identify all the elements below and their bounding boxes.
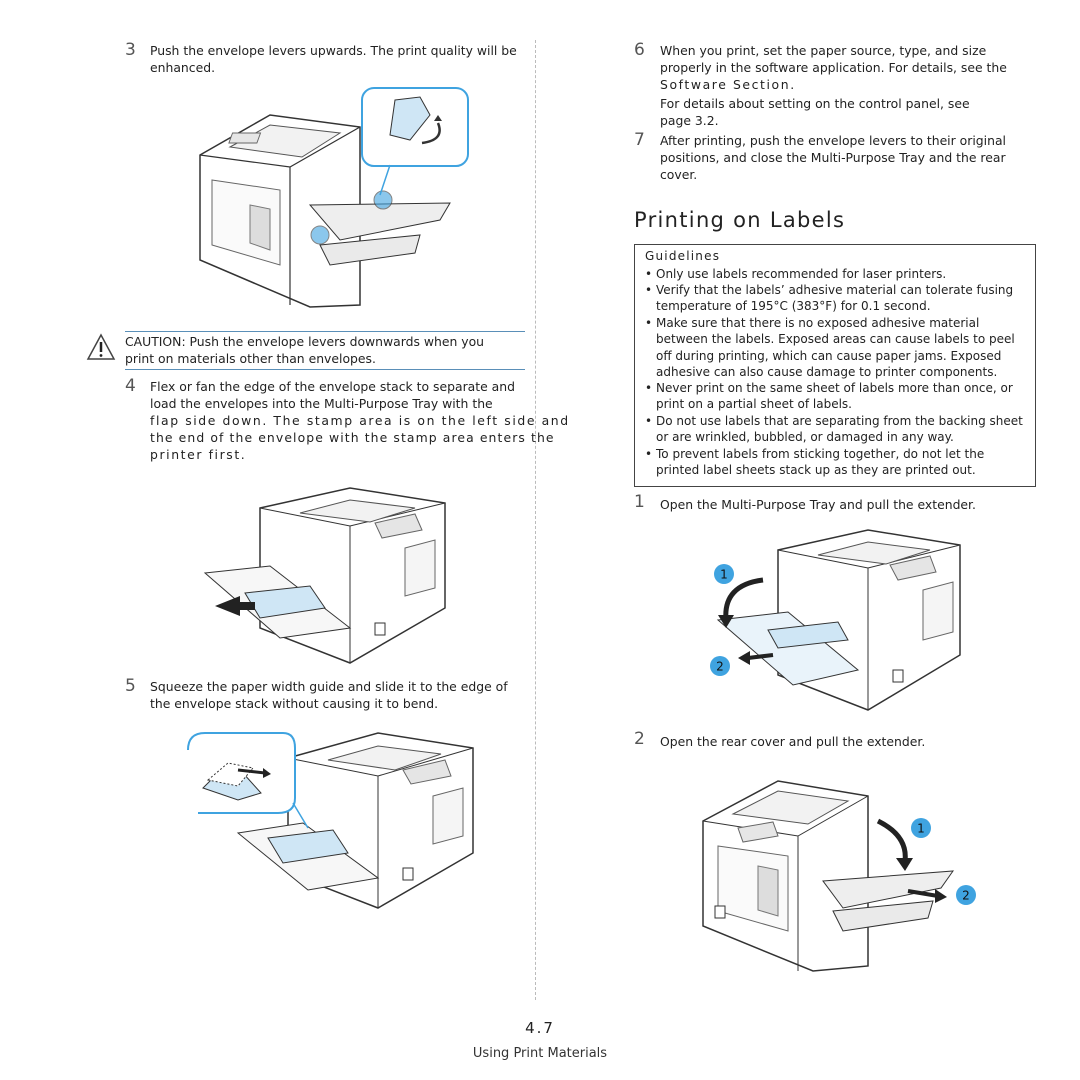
caution-text: CAUTION: Push the envelope levers downwa… [125, 333, 484, 367]
step-5-text: Squeeze the paper width guide and slide … [150, 678, 508, 712]
step-6-line: properly in the software application. Fo… [660, 60, 1007, 75]
caution-line: print on materials other than envelopes. [125, 351, 376, 366]
guideline-text: Only use labels recommended for laser pr… [656, 267, 947, 281]
step-7-text: After printing, push the envelope levers… [660, 132, 1006, 183]
step-7-line: After printing, push the envelope levers… [660, 133, 1006, 148]
step-3-number: 3 [125, 40, 136, 60]
bullet-dot: • [645, 447, 653, 461]
figure-width-guide [183, 718, 483, 916]
step-3-line: Push the envelope levers upwards. The pr… [150, 43, 517, 58]
guidelines-box: Guidelines • Only use labels recommended… [634, 244, 1036, 487]
callout-2-label: 2 [716, 660, 724, 674]
step-1-text: Open the Multi-Purpose Tray and pull the… [660, 497, 976, 512]
guideline-text: Do not use labels that are separating fr… [656, 414, 1023, 445]
step-4-line: load the envelopes into the Multi-Purpos… [150, 396, 493, 411]
figure-load-envelope [200, 478, 450, 668]
guideline-text: Verify that the labels’ adhesive materia… [656, 283, 1014, 314]
guidelines-title: Guidelines [645, 249, 721, 263]
callout-1-label: 1 [720, 568, 728, 582]
section-heading: Printing on Labels [634, 208, 846, 232]
bullet-dot: • [645, 283, 653, 297]
step-6-line: Software Section. [660, 77, 796, 92]
bullet-dot: • [645, 414, 653, 428]
caution-bottom-rule [125, 369, 525, 370]
callout-1-badge-rear: 1 [910, 817, 932, 843]
guideline-text: Make sure that there is no exposed adhes… [656, 316, 1015, 379]
step-7-number: 7 [634, 130, 645, 150]
step-5-number: 5 [125, 676, 136, 696]
step-4-number: 4 [125, 376, 136, 396]
page-number: 4.7 [525, 1019, 555, 1037]
figure-open-mp-tray [708, 520, 968, 720]
step-4-line: the end of the envelope with the stamp a… [150, 430, 555, 445]
step-6-extra-line: page 3.2. [660, 113, 719, 128]
step-6-text: When you print, set the paper source, ty… [660, 42, 1007, 93]
step-6-extra-line: For details about setting on the control… [660, 96, 970, 111]
step-4-line: flap side down. The stamp area is on the… [150, 413, 570, 428]
step-5-line: the envelope stack without causing it to… [150, 696, 439, 711]
step-2-number: 2 [634, 729, 645, 749]
figure-envelope-levers [190, 85, 472, 310]
step-7-line: cover. [660, 167, 698, 182]
step-2-text: Open the rear cover and pull the extende… [660, 734, 926, 749]
step-3-text: Push the envelope levers upwards. The pr… [150, 42, 517, 76]
bullet-dot: • [645, 381, 653, 395]
step-4-line: Flex or fan the edge of the envelope sta… [150, 379, 515, 394]
step-4-text: Flex or fan the edge of the envelope sta… [150, 378, 570, 463]
callout-2-badge-rear: 2 [955, 884, 977, 910]
guideline-text: Never print on the same sheet of labels … [656, 381, 1013, 412]
caution-top-rule [125, 331, 525, 332]
guideline-text: To prevent labels from sticking together… [656, 447, 985, 478]
step-1-number: 1 [634, 492, 645, 512]
step-4-line: printer first. [150, 447, 247, 462]
figure-rear-cover [693, 766, 963, 974]
bullet-dot: • [645, 316, 653, 330]
step-6-line: When you print, set the paper source, ty… [660, 43, 987, 58]
step-7-line: positions, and close the Multi-Purpose T… [660, 150, 1006, 165]
callout-1-label: 1 [917, 822, 925, 836]
footer-section-title: Using Print Materials [472, 1046, 608, 1061]
step-3-line: enhanced. [150, 60, 216, 75]
callout-1-badge: 1 [713, 563, 735, 589]
step-6-extra: For details about setting on the control… [660, 95, 970, 129]
callout-2-label: 2 [962, 889, 970, 903]
column-divider [535, 40, 536, 1000]
step-6-number: 6 [634, 40, 645, 60]
caution-line: CAUTION: Push the envelope levers downwa… [125, 334, 485, 349]
caution-icon [86, 333, 116, 365]
callout-2-badge: 2 [709, 655, 731, 681]
bullet-dot: • [645, 267, 653, 281]
step-5-line: Squeeze the paper width guide and slide … [150, 679, 508, 694]
